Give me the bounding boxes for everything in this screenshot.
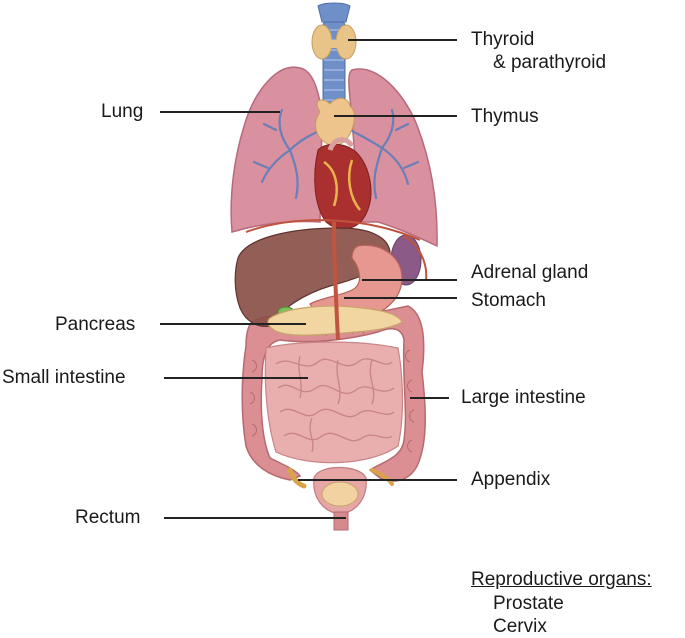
bladder-rectum: [314, 468, 367, 531]
reproductive-item-prostate: Prostate: [493, 593, 564, 615]
label-thyroid: Thyroid: [471, 29, 534, 51]
label-pancreas: Pancreas: [55, 314, 135, 336]
thymus-gland: [316, 98, 355, 145]
label-thymus: Thymus: [471, 106, 539, 128]
label-stomach: Stomach: [471, 290, 546, 312]
label-rectum: Rectum: [75, 507, 140, 529]
left-lung: [231, 67, 322, 232]
reproductive-item-cervix: Cervix: [493, 616, 547, 638]
label-large-intestine: Large intestine: [461, 387, 586, 409]
label-lung: Lung: [101, 101, 143, 123]
label-appendix: Appendix: [471, 469, 550, 491]
label-small-intestine: Small intestine: [2, 367, 126, 389]
label-adrenal-gland: Adrenal gland: [471, 262, 588, 284]
reproductive-heading: Reproductive organs:: [471, 569, 652, 591]
small-intestine-shape: [265, 342, 402, 463]
label-parathyroid: & parathyroid: [493, 52, 606, 74]
